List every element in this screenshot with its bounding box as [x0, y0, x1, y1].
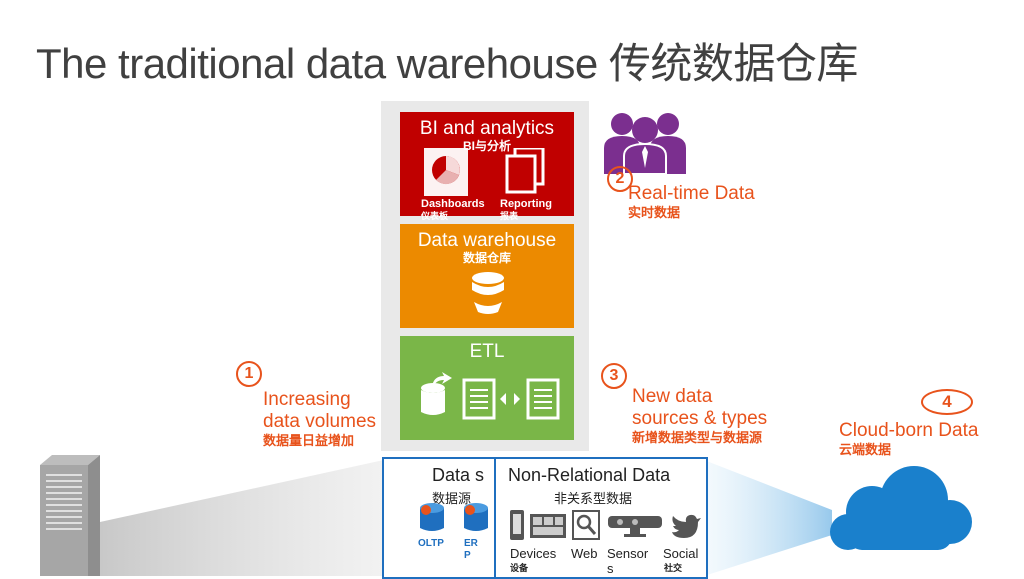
devices-label: Devices — [510, 546, 557, 561]
bi-subtitle: BI与分析 — [462, 139, 511, 153]
callout-4-number: 4 — [921, 389, 973, 415]
etl-extract-icon — [421, 372, 452, 415]
callout-4-heading: Cloud-born Data — [839, 420, 979, 441]
database-icon — [472, 272, 504, 314]
reporting-cn-label: 报表 — [500, 211, 519, 221]
non-relational-subtitle: 非关系型数据 — [554, 491, 633, 506]
sensors-label-line1: Sensor — [607, 546, 649, 561]
callout-3-number: 3 — [601, 363, 627, 389]
callout-3-line1: New data — [632, 386, 713, 407]
callout-2-number: 2 — [607, 166, 633, 192]
social-bird-icon — [672, 514, 701, 538]
users-icon — [604, 113, 686, 174]
dashboard-icon — [424, 148, 468, 196]
devices-cn-label: 设备 — [510, 563, 529, 573]
etl-transform-icon — [462, 378, 560, 420]
dw-title: Data warehouse — [417, 230, 557, 251]
erp-label-line2: P — [464, 550, 471, 561]
erp-label-line1: ER — [464, 538, 478, 549]
devices-icon — [510, 510, 566, 540]
callout-1-line1: Increasing — [263, 389, 351, 410]
server-icon — [40, 455, 100, 576]
dashboards-cn-label: 仪表板 — [421, 211, 449, 221]
social-cn-label: 社交 — [664, 563, 683, 573]
callout-2-heading: Real-time Data — [628, 183, 755, 204]
data-sources-subtitle: 数据源 — [432, 491, 472, 506]
data-sources-title: Data s — [432, 465, 485, 485]
cloud-icon — [830, 466, 972, 550]
sensor-icon — [608, 516, 662, 537]
dashboards-label: Dashboards — [421, 198, 485, 210]
callout-3-line2: sources & types — [632, 408, 768, 429]
callout-1-number: 1 — [236, 361, 262, 387]
dw-subtitle: 数据仓库 — [462, 251, 511, 265]
reporting-icon — [505, 148, 545, 194]
oltp-label: OLTP — [418, 538, 444, 549]
web-label: Web — [571, 546, 598, 561]
page-title: The traditional data warehouse 传统数据仓库 — [36, 40, 858, 87]
erp-db-icon — [464, 503, 488, 531]
right-beam — [704, 460, 832, 576]
callout-1-sub: 数据量日益增加 — [263, 433, 355, 448]
etl-title: ETL — [469, 341, 505, 362]
callout-3-sub: 新增数据类型与数据源 — [632, 430, 763, 445]
social-label: Social — [663, 546, 699, 561]
callout-2-sub: 实时数据 — [628, 205, 681, 220]
web-icon — [572, 510, 600, 540]
non-relational-title: Non-Relational Data — [508, 465, 671, 485]
callout-1-line2: data volumes — [263, 411, 377, 432]
oltp-db-icon — [420, 503, 444, 531]
relational-db-icons — [420, 503, 488, 531]
left-beam — [100, 460, 384, 576]
callout-4-sub: 云端数据 — [839, 442, 892, 457]
bi-title: BI and analytics — [419, 118, 555, 139]
reporting-label: Reporting — [500, 198, 552, 210]
sensors-label-line2: s — [607, 561, 614, 576]
